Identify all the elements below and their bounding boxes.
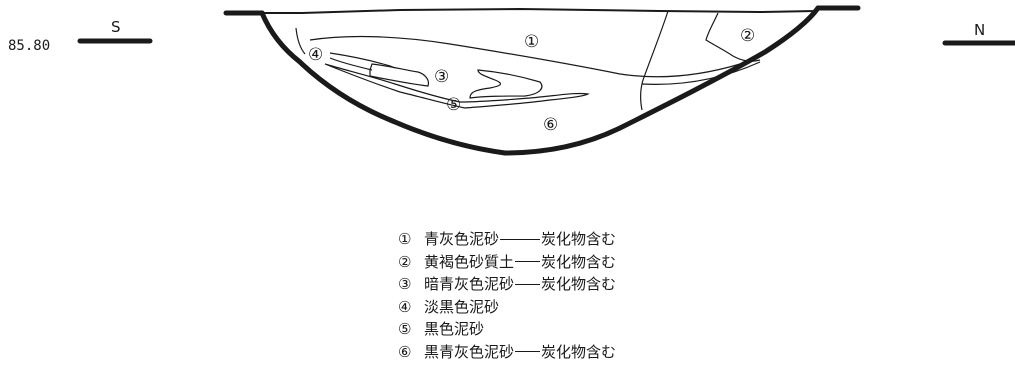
lens-layer4 <box>329 52 396 71</box>
layer-marker-5: ⑤ <box>446 95 461 115</box>
legend-note: 炭化物含む <box>541 275 617 293</box>
legend-soil-description: 黄褐色砂質土 <box>424 252 515 271</box>
direction-north: N <box>974 21 985 39</box>
legend-soil-description: 暗青灰色泥砂 <box>424 275 515 293</box>
lens-layer3-right <box>469 69 543 99</box>
legend-number: ⑥ <box>398 342 412 361</box>
boundary-right-lower <box>641 61 761 85</box>
lens-layer5 <box>324 63 590 109</box>
legend-number: ⑤ <box>398 320 412 338</box>
legend-soil-description: 青灰色泥砂 <box>424 230 500 248</box>
layer-marker-1: ① <box>524 32 539 52</box>
legend-number: ④ <box>398 297 412 316</box>
layer-marker-6: ⑥ <box>543 115 558 135</box>
legend-note: 炭化物含む <box>541 252 617 271</box>
direction-south: S <box>111 18 121 36</box>
legend-note: 炭化物含む <box>541 342 617 361</box>
legend-row-5: ⑤ 黒色泥砂 <box>398 318 758 341</box>
legend-dash-line <box>500 238 541 240</box>
boundary-center-vertical <box>640 10 669 111</box>
legend-note: 炭化物含む <box>541 230 617 248</box>
legend-number: ③ <box>398 275 412 293</box>
pit-outline <box>259 5 821 156</box>
legend-row-6: ⑥ 黒青灰色泥砂 炭化物含む <box>398 341 758 364</box>
lens-layer3-upper <box>369 63 430 87</box>
ground-surface-line <box>225 7 859 14</box>
layer-marker-2: ② <box>740 26 755 46</box>
layer-marker-4: ④ <box>308 45 323 65</box>
layer-legend: ① 青灰色泥砂 炭化物含む ② 黄褐色砂質土 炭化物含む ③ 暗青灰色泥砂 炭化… <box>398 228 758 363</box>
elevation-label: 85.80 <box>8 38 50 54</box>
boundary-left-wall <box>295 27 306 55</box>
legend-dash-line <box>515 351 541 353</box>
boundary-layer1-base <box>309 35 741 78</box>
legend-soil-description: 黒色泥砂 <box>424 320 485 338</box>
boundary-layer2 <box>705 12 761 62</box>
legend-dash-line <box>515 261 541 263</box>
legend-number: ② <box>398 252 412 271</box>
legend-number: ① <box>398 230 412 248</box>
legend-soil-description: 黒青灰色泥砂 <box>424 342 515 361</box>
layer-marker-3: ③ <box>434 67 449 87</box>
legend-row-3: ③ 暗青灰色泥砂 炭化物含む <box>398 273 758 296</box>
legend-dash-line <box>515 283 541 285</box>
legend-row-1: ① 青灰色泥砂 炭化物含む <box>398 228 758 251</box>
legend-row-4: ④ 淡黒色泥砂 <box>398 296 758 319</box>
legend-soil-description: 淡黒色泥砂 <box>424 297 500 316</box>
legend-row-2: ② 黄褐色砂質土 炭化物含む <box>398 251 758 274</box>
